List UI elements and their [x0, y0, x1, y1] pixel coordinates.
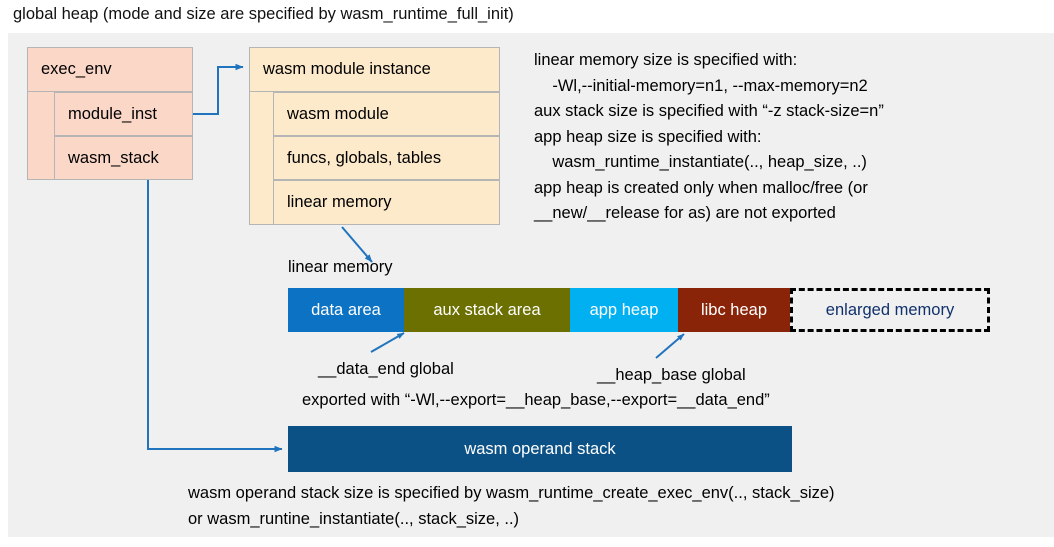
module-instance-field-wasm-module: wasm module	[273, 92, 500, 136]
module-instance-field-linear-memory-label: linear memory	[287, 193, 392, 211]
wasm-operand-stack-box: wasm operand stack	[288, 426, 792, 472]
page-title: global heap (mode and size are specified…	[13, 5, 514, 23]
module-instance-field-wasm-module-label: wasm module	[287, 104, 389, 123]
module-instance-field-funcs-globals-tables: funcs, globals, tables	[273, 136, 500, 180]
linear-memory-bar-caption: linear memory	[288, 258, 393, 276]
wasm-operand-stack-label: wasm operand stack	[464, 439, 616, 458]
module-instance-field-linear-memory: linear memory	[273, 180, 500, 225]
exported-with-label: exported with “-Wl,--export=__heap_base,…	[302, 391, 770, 409]
memory-segment-aux-stack-area-label: aux stack area	[433, 300, 541, 319]
memory-segment-app-heap: app heap	[570, 288, 678, 332]
memory-segment-data-area-label: data area	[311, 300, 381, 319]
exec-env-header: exec_env	[27, 47, 193, 92]
memory-segment-data-area: data area	[288, 288, 404, 332]
memory-segment-enlarged-memory: enlarged memory	[790, 288, 990, 332]
memory-segment-aux-stack-area: aux stack area	[404, 288, 570, 332]
data-end-global-label: __data_end global	[318, 360, 454, 378]
memory-segment-enlarged-memory-label: enlarged memory	[825, 300, 955, 319]
heap-base-global-label: __heap_base global	[597, 366, 746, 384]
module-instance-field-funcs-globals-tables-label: funcs, globals, tables	[287, 148, 442, 167]
memory-segment-libc-heap: libc heap	[678, 288, 790, 332]
linear-memory-notes: linear memory size is specified with: -W…	[534, 51, 884, 222]
module-instance-header-label: wasm module instance	[263, 60, 431, 78]
exec-env-header-label: exec_env	[41, 60, 112, 78]
exec-env-field-wasm-stack-label: wasm_stack	[68, 148, 159, 167]
operand-stack-notes: wasm operand stack size is specified by …	[188, 484, 835, 528]
exec-env-field-wasm-stack: wasm_stack	[54, 136, 193, 180]
exec-env-field-module-inst-label: module_inst	[68, 104, 157, 123]
module-instance-header: wasm module instance	[249, 47, 500, 92]
memory-segment-libc-heap-label: libc heap	[700, 300, 768, 319]
memory-segment-app-heap-label: app heap	[589, 300, 659, 319]
exec-env-field-module-inst: module_inst	[54, 92, 193, 136]
